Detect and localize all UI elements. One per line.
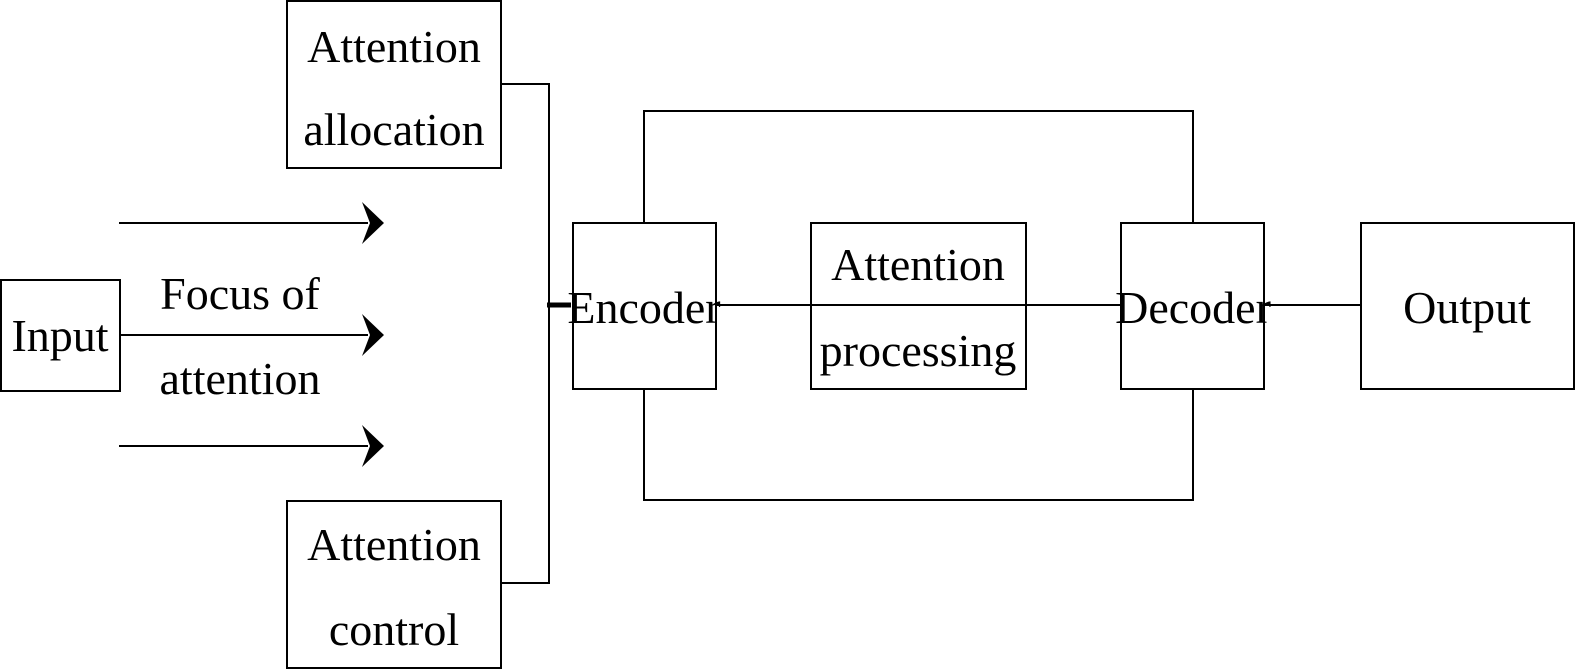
attention-control-box [286, 500, 502, 669]
decoder-label: Decoder [1115, 282, 1271, 333]
node-encoder: Encoder [567, 222, 721, 390]
node-attention-processing: Attention processing [810, 222, 1027, 390]
node-input: Input [0, 279, 121, 392]
attention-allocation-box [286, 0, 502, 169]
decoder-box [1120, 222, 1265, 390]
edge-encoder-decoder-loop-top [643, 110, 1194, 223]
focus-arrows [119, 202, 384, 467]
attention-control-line1: Attention [307, 519, 481, 570]
node-decoder: Decoder [1115, 222, 1271, 390]
attention-processing-line1: Attention [831, 239, 1005, 290]
arrow-middle-head [362, 314, 384, 356]
attention-allocation-line1: Attention [307, 21, 481, 72]
output-label: Output [1403, 282, 1531, 333]
edge-allocation-to-bracket [499, 83, 550, 584]
output-box [1360, 222, 1575, 390]
node-attention-control: Attention control [286, 500, 502, 669]
encoder-box [572, 222, 717, 390]
encoder-label: Encoder [567, 282, 720, 333]
edge-encoder-decoder-loop-bottom [643, 389, 1194, 501]
input-box [0, 279, 121, 392]
input-label: Input [11, 310, 108, 361]
arrow-top-head [362, 202, 384, 244]
node-output: Output [1360, 222, 1575, 390]
focus-of-attention-line1: Focus of [160, 268, 320, 319]
attention-control-line2: control [329, 604, 459, 655]
node-attention-allocation: Attention allocation [286, 0, 502, 169]
attention-processing-line2: processing [820, 325, 1017, 376]
arrow-bottom-head [362, 425, 384, 467]
focus-of-attention-line2: attention [160, 353, 321, 404]
attention-allocation-line2: allocation [303, 104, 484, 155]
node-focus-of-attention: Focus of attention [160, 268, 321, 404]
